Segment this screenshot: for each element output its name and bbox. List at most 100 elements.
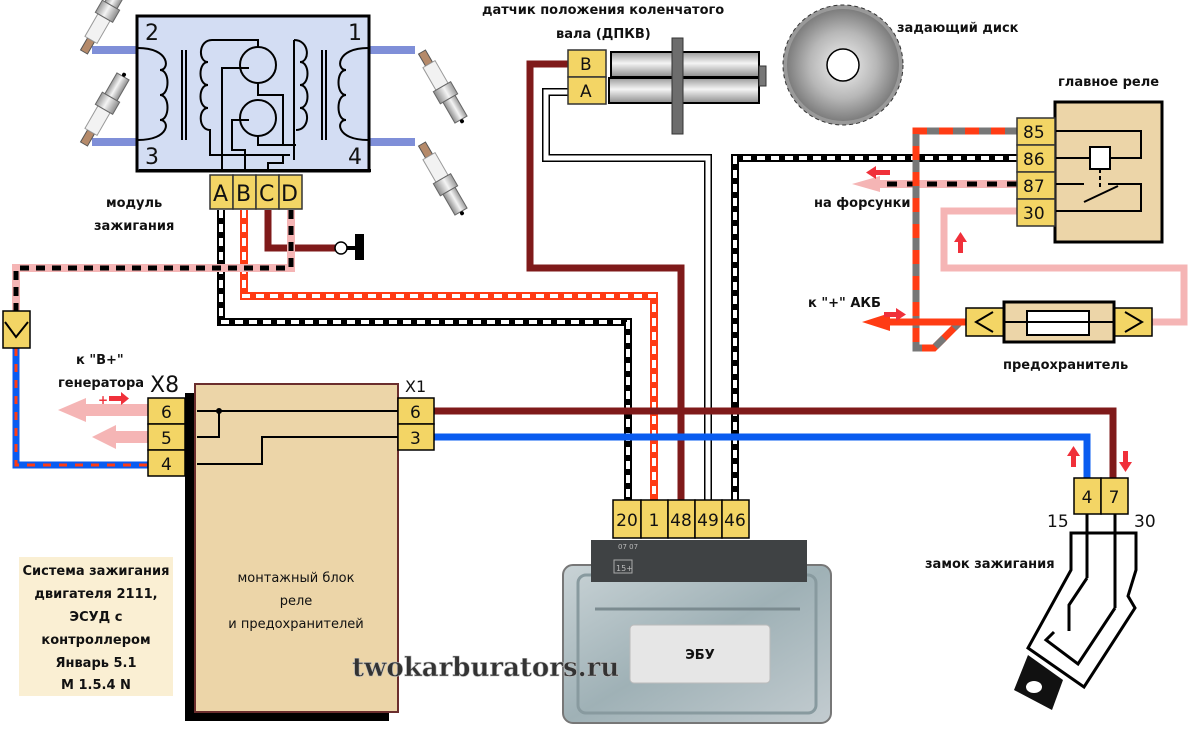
ecu-connector-mark: 15+ [616,564,633,573]
generator-label-line1: к "B+" [76,353,124,368]
wires: + [12,46,1188,500]
wire-module-b-to-ecu-1 [240,210,658,500]
switch-terminal-30: 30 [1134,512,1156,532]
module-pin-a-label: A [213,182,228,207]
ecu-pin-49 [694,499,723,539]
watermark: twokarburators.ru [352,653,619,683]
main-relay-label: главное реле [1058,75,1159,90]
ignition-switch: 4 7 15 30 замок зажигания [925,477,1156,710]
timing-disc-icon: задающий диск [782,4,1019,126]
ecu-label: ЭБУ [685,648,714,663]
ckp-pin-b-label: B [580,55,592,75]
title-note-line-6: М 1.5.4 N [61,678,131,693]
x1-pin-6-label: 6 [410,403,421,423]
output-label-3: 3 [145,145,159,170]
title-note-line-1: Система зажигания [22,564,169,579]
output-label-2: 2 [145,21,159,46]
title-note-line-5: Январь 5.1 [55,656,136,671]
hv-lead-2 [92,46,137,54]
x1-pin-3 [397,423,435,451]
wire-ckp-b-to-ecu-48 [526,60,685,500]
generator-plus-sign: + [98,393,108,407]
ignition-module: 2 1 3 4 A B [94,14,371,234]
spark-plug-icon [417,49,468,124]
battery-direction-arrow [884,312,896,317]
wire-left-fuse-to-x8-4 [12,348,150,469]
relay-pin-30 [1016,198,1056,227]
ckp-label-line2: вала (ДПКВ) [556,27,651,42]
generator-arrow-6 [84,404,150,416]
module-label-line1: модуль [106,196,162,211]
wire-x1-6-to-switch-7 [432,407,1117,478]
generator-arrow-5 [112,431,150,443]
mounting-block: X8 X1 6 5 4 6 3 монтажный блок реле и пр… [147,373,435,721]
wire-relay-87-to-injectors [852,166,1017,192]
spark-plug-icon [79,72,130,147]
x1-pin-3-label: 3 [410,429,421,449]
ecu-date-mark: 07 07 [618,543,638,551]
wire-relay-30-to-fuse [940,207,1188,326]
switch-pin-7 [1100,477,1129,515]
mounting-block-label-2: реле [280,594,313,609]
relay-pin-86-label: 86 [1023,150,1045,170]
ignition-switch-label: замок зажигания [925,557,1055,572]
title-note-line-3: ЭСУД с [70,610,123,625]
fuse: предохранитель [965,300,1153,373]
module-pin-d [278,174,303,210]
module-pins: A B C D [209,174,303,210]
relay-pin-86 [1016,144,1056,173]
battery-label: к "+" АКБ [808,296,881,311]
hv-lead-3 [92,138,137,146]
module-pin-d-label: D [281,182,298,207]
wire-relay-86-to-ecu-46 [731,154,1017,500]
relay-pin-30-label: 30 [1023,204,1045,224]
ckp-pin-a [567,76,607,105]
battery-arrow [862,313,890,331]
x8-pin-4 [147,449,186,477]
x8-label: X8 [150,373,179,398]
left-fuse-icon [2,310,31,349]
spark-plugs [79,0,468,216]
x1-pin-6 [397,397,435,425]
spark-plug-icon [79,0,130,55]
fuse-label: предохранитель [1003,358,1128,373]
relay-pin-85-label: 85 [1023,123,1045,143]
switch-4-arrow [1071,455,1076,467]
wire-module-c-to-ground [264,210,336,252]
module-label-line2: зажигания [94,219,174,234]
switch-pin-7-label: 7 [1109,488,1120,508]
mounting-block-label-1: монтажный блок [238,571,355,586]
switch-pin-4-label: 4 [1082,488,1093,508]
main-relay: главное реле 85 86 87 30 [1016,75,1164,244]
injector-direction-arrow [876,170,890,175]
x8-pin-5 [147,423,186,451]
relay-pin-87-label: 87 [1023,177,1045,197]
ecu-pin-48-label: 48 [670,511,692,531]
output-label-4: 4 [348,145,362,170]
ground-icon [334,234,364,260]
ecu: 15+ 07 07 ЭБУ 20 1 48 49 46 [562,499,832,724]
ecu-pin-1-label: 1 [649,511,660,531]
ckp-label-line1: датчик положения коленчатого [482,3,724,18]
wire-module-d-to-left-fuse [12,210,295,312]
switch-terminal-15: 15 [1047,512,1069,532]
coil-symbols [137,39,369,170]
spark-plug-icon [417,141,468,216]
wire-ckp-a-to-ecu-49 [542,88,712,500]
ecu-pin-20-label: 20 [616,511,638,531]
wire-relay-85-to-battery [912,127,1017,352]
ecu-pin-49-label: 49 [697,511,719,531]
module-pin-c-label: C [259,182,274,207]
crank-position-sensor: датчик положения коленчатого вала (ДПКВ)… [482,3,767,135]
ckp-pin-a-label: A [580,82,592,102]
output-label-1: 1 [348,21,362,46]
system-title-note: Система зажигания двигателя 2111, ЭСУД с… [19,557,173,696]
x1-label: X1 [405,377,426,396]
relay-30-direction-arrow [958,241,963,253]
title-note-line-2: двигателя 2111, [34,587,157,602]
ecu-pin-46-label: 46 [724,511,746,531]
x8-pin-6-label: 6 [161,403,172,423]
timing-disc-label: задающий диск [897,21,1019,36]
hv-lead-4 [370,138,415,146]
